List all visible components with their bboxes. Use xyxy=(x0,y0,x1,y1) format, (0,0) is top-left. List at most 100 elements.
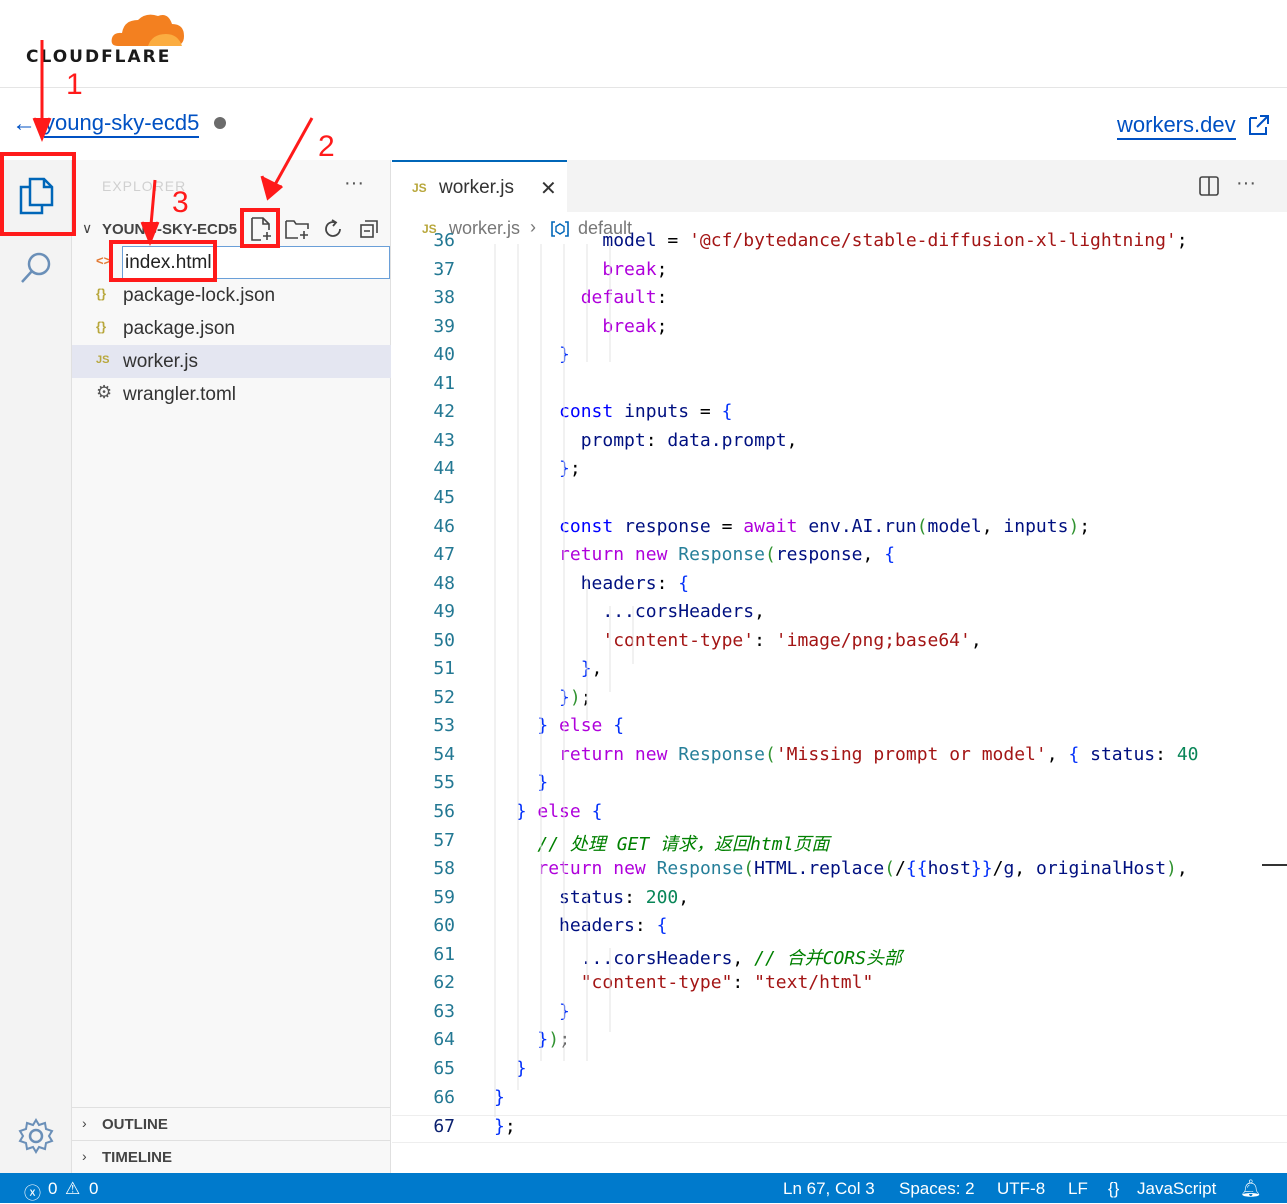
error-count[interactable]: 0 xyxy=(48,1179,58,1198)
code-line[interactable]: 36 model = '@cf/bytedance/stable-diffusi… xyxy=(392,230,1287,258)
gear-file-icon: ⚙ xyxy=(96,382,113,402)
code-line[interactable]: 66} xyxy=(392,1087,1287,1115)
line-number: 51 xyxy=(433,658,455,680)
code-text: } xyxy=(494,1086,505,1108)
warning-icon[interactable]: ⚠ xyxy=(65,1179,81,1198)
explorer-more-icon[interactable]: ··· xyxy=(344,172,364,194)
code-line[interactable]: 59 status: 200, xyxy=(392,887,1287,915)
file-item-wrangler-toml[interactable]: ⚙ wrangler.toml xyxy=(72,378,391,411)
file-item-package-json[interactable]: {} package.json xyxy=(72,312,391,345)
editor-more-icon[interactable]: ··· xyxy=(1236,172,1256,194)
explorer-activity-button[interactable] xyxy=(0,160,72,232)
code-line[interactable]: 42 const inputs = { xyxy=(392,401,1287,429)
code-area[interactable]: 36 model = '@cf/bytedance/stable-diffusi… xyxy=(392,230,1287,1173)
split-editor-icon[interactable] xyxy=(1198,175,1220,197)
html-file-icon: <> xyxy=(96,253,112,268)
file-item-worker-js[interactable]: JS worker.js xyxy=(72,345,391,378)
timeline-section[interactable]: › TIMELINE xyxy=(72,1140,391,1172)
code-text: }; xyxy=(494,1116,516,1138)
back-arrow-icon[interactable]: ← xyxy=(12,110,36,137)
warning-count[interactable]: 0 xyxy=(89,1179,99,1198)
cursor-position[interactable]: Ln 67, Col 3 xyxy=(783,1179,875,1198)
project-name-link[interactable]: young-sky-ecd5 xyxy=(44,110,200,138)
code-line[interactable]: 58 return new Response(HTML.replace(/{{h… xyxy=(392,858,1287,886)
code-line[interactable]: 54 return new Response('Missing prompt o… xyxy=(392,744,1287,772)
code-line[interactable]: 50 'content-type': 'image/png;base64', xyxy=(392,630,1287,658)
code-line[interactable]: 48 headers: { xyxy=(392,573,1287,601)
code-line[interactable]: 53 } else { xyxy=(392,715,1287,743)
code-line[interactable]: 49 ...corsHeaders, xyxy=(392,601,1287,629)
outline-section[interactable]: › OUTLINE xyxy=(72,1107,391,1139)
code-text: break; xyxy=(602,315,668,337)
bell-icon[interactable]: 🔔︎ xyxy=(1240,1179,1262,1198)
annotation-number-2: 2 xyxy=(318,130,335,163)
code-line[interactable]: 61 ...corsHeaders, // 合并CORS头部 xyxy=(392,944,1287,972)
code-text: default: xyxy=(580,287,668,309)
code-line[interactable]: 45 xyxy=(392,487,1287,515)
code-text: model = '@cf/bytedance/stable-diffusion-… xyxy=(602,230,1188,251)
folder-name: YOUNG-SKY-ECD5 xyxy=(102,221,238,238)
workers-dev-link[interactable]: workers.dev xyxy=(1117,112,1236,140)
line-number: 57 xyxy=(433,829,455,851)
code-line[interactable]: 56 } else { xyxy=(392,801,1287,829)
minimap-marker xyxy=(1262,864,1287,866)
code-line[interactable]: 39 break; xyxy=(392,316,1287,344)
line-number: 55 xyxy=(433,772,455,794)
line-ending[interactable]: LF xyxy=(1068,1179,1088,1198)
code-text: return new Response('Missing prompt or m… xyxy=(559,743,1199,765)
code-line[interactable]: 46 const response = await env.AI.run(mod… xyxy=(392,516,1287,544)
code-line[interactable]: 37 break; xyxy=(392,259,1287,287)
tab-worker-js[interactable]: JS worker.js ✕ xyxy=(392,160,567,212)
refresh-button[interactable] xyxy=(320,216,346,242)
code-line[interactable]: 55 } xyxy=(392,772,1287,800)
settings-activity-button[interactable] xyxy=(0,1100,72,1172)
unsaved-indicator xyxy=(214,117,226,129)
search-activity-button[interactable] xyxy=(0,232,72,304)
new-file-name-input[interactable] xyxy=(122,246,390,279)
external-link-icon[interactable] xyxy=(1247,113,1271,137)
language-mode[interactable]: JavaScript xyxy=(1137,1179,1217,1198)
new-folder-button[interactable] xyxy=(284,216,310,242)
collapse-all-button[interactable] xyxy=(356,216,382,242)
file-item-index-html[interactable]: <> xyxy=(72,246,391,279)
code-line[interactable]: 41 xyxy=(392,373,1287,401)
js-file-icon: JS xyxy=(96,354,110,366)
code-line[interactable]: 65 } xyxy=(392,1058,1287,1086)
search-icon xyxy=(21,252,51,283)
line-number: 65 xyxy=(433,1057,455,1079)
breadcrumb-symbol[interactable]: default xyxy=(578,218,633,238)
file-name: package.json xyxy=(123,318,235,339)
line-number: 40 xyxy=(433,344,455,366)
annotation-box-3 xyxy=(109,240,217,282)
code-line[interactable]: 60 headers: { xyxy=(392,915,1287,943)
line-number: 66 xyxy=(433,1086,455,1108)
chevron-down-icon: ∨ xyxy=(82,220,93,236)
file-item-package-lock[interactable]: {} package-lock.json xyxy=(72,279,391,312)
line-number: 50 xyxy=(433,629,455,651)
brand-bar: CLOUDFLARE xyxy=(0,0,1287,88)
section-title: OUTLINE xyxy=(102,1116,168,1133)
code-line[interactable]: 51 }, xyxy=(392,658,1287,686)
chevron-right-icon: › xyxy=(82,1148,87,1164)
code-line[interactable]: 43 prompt: data.prompt, xyxy=(392,430,1287,458)
json-file-icon: {} xyxy=(96,319,107,334)
new-file-button[interactable] xyxy=(248,216,274,242)
new-folder-icon xyxy=(285,220,309,239)
code-text: break; xyxy=(602,258,668,280)
close-icon[interactable]: ✕ xyxy=(540,178,557,200)
line-number: 39 xyxy=(433,315,455,337)
code-line[interactable]: 38 default: xyxy=(392,287,1287,315)
error-icon[interactable]: ⓧ xyxy=(24,1184,41,1203)
encoding[interactable]: UTF-8 xyxy=(997,1179,1046,1198)
breadcrumb-file[interactable]: worker.js xyxy=(449,218,521,238)
code-line[interactable]: 57 // 处理 GET 请求，返回html页面 xyxy=(392,830,1287,858)
line-number: 67 xyxy=(433,1116,455,1138)
line-number: 38 xyxy=(433,287,455,309)
code-line[interactable]: 62 "content-type": "text/html" xyxy=(392,972,1287,1000)
line-number: 63 xyxy=(433,1000,455,1022)
project-folder-header[interactable]: ∨ YOUNG-SKY-ECD5 xyxy=(72,214,391,244)
indentation[interactable]: Spaces: 2 xyxy=(899,1179,975,1198)
code-line[interactable]: 67}; xyxy=(392,1115,1287,1144)
line-number: 56 xyxy=(433,801,455,822)
code-line[interactable]: 47 return new Response(response, { xyxy=(392,544,1287,572)
